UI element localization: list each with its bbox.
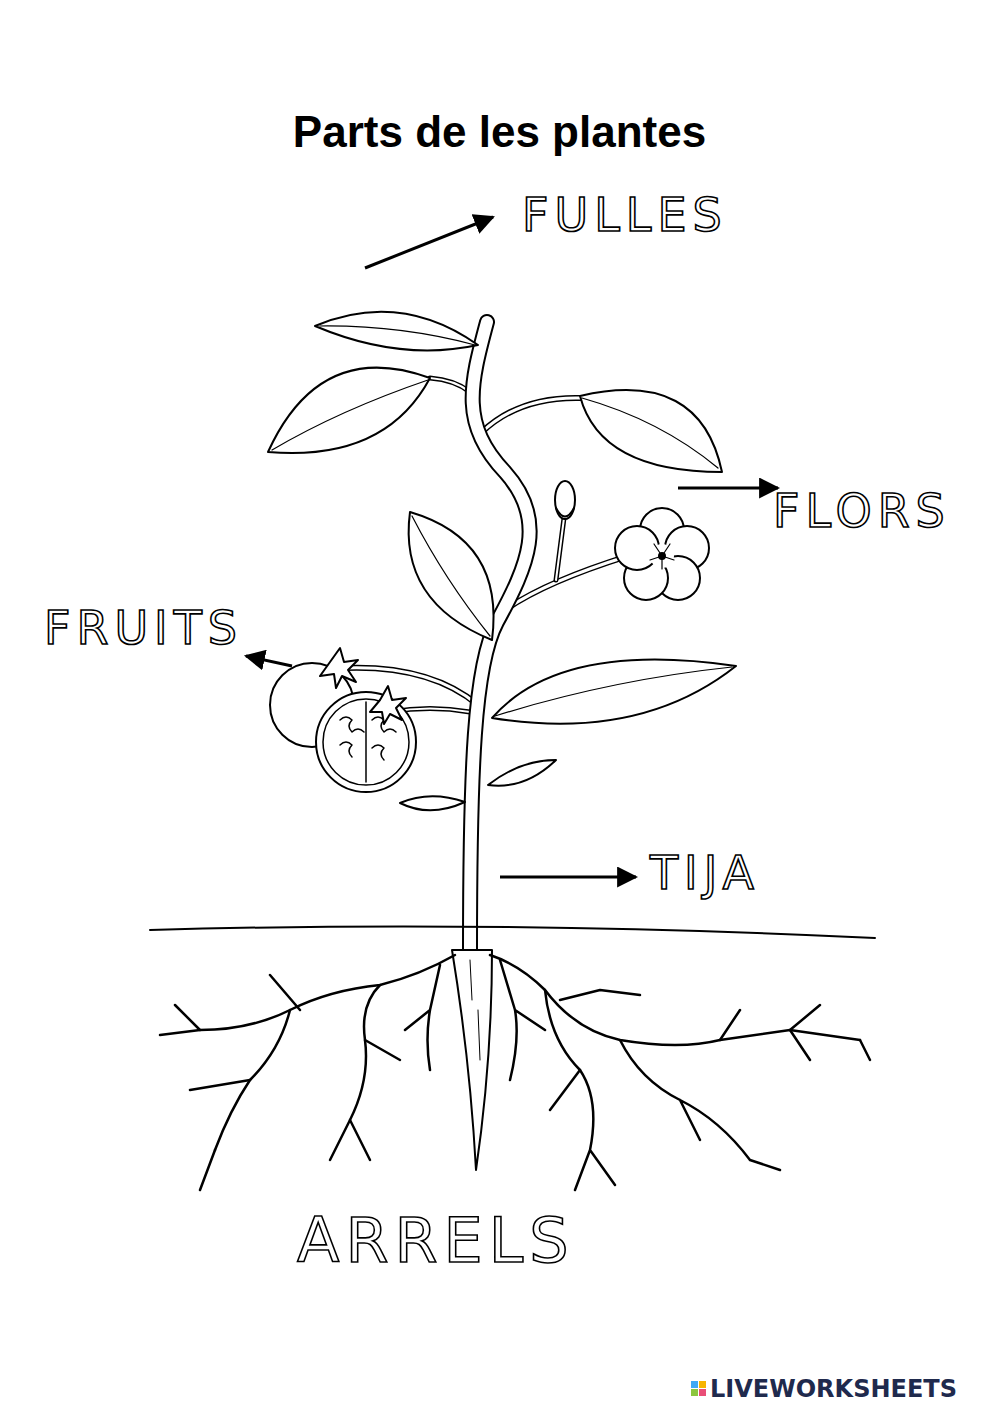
part-label: FULLES bbox=[522, 192, 728, 238]
part-label: FRUITS bbox=[44, 605, 243, 651]
part-label: FLORS bbox=[773, 488, 951, 534]
page-title: Parts de les plantes bbox=[0, 110, 999, 154]
watermark-icon bbox=[691, 1381, 706, 1396]
part-label: TIJA bbox=[650, 850, 760, 896]
part-label: ARRELS bbox=[297, 1210, 575, 1272]
watermark: LIVEWORKSHEETS bbox=[710, 1377, 957, 1401]
